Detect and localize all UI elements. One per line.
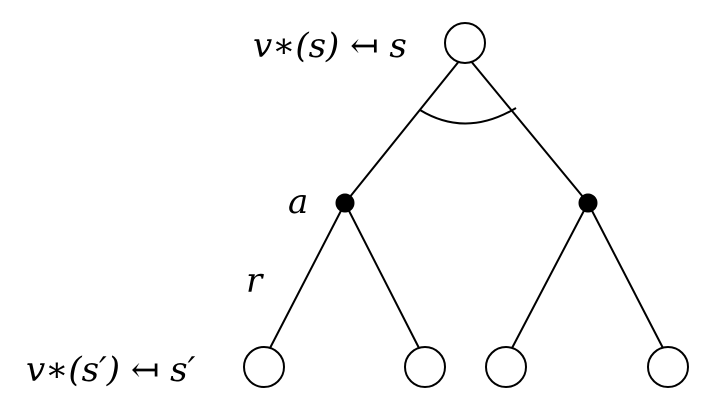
edge-action-right-to-leaf-3	[510, 202, 589, 351]
edge-action-left-to-leaf-2	[344, 202, 421, 351]
leaf-state-node-1	[243, 346, 285, 388]
leaf-value-label: v∗(s′) ↤ s′	[26, 350, 196, 390]
action-node-left	[335, 193, 355, 213]
root-value-label: v∗(s) ↤ s	[253, 26, 407, 66]
leaf-state-node-4	[647, 346, 689, 388]
action-label: a	[288, 182, 308, 222]
max-arc	[419, 107, 517, 125]
edge-root-to-action-right	[469, 59, 589, 204]
edge-action-right-to-leaf-4	[587, 202, 665, 351]
edge-root-to-action-left	[344, 59, 461, 204]
reward-label: r	[246, 261, 264, 301]
root-state-node	[444, 22, 486, 64]
edge-action-left-to-leaf-1	[268, 202, 346, 351]
action-node-right	[578, 193, 598, 213]
leaf-state-node-2	[404, 346, 446, 388]
leaf-state-node-3	[485, 346, 527, 388]
